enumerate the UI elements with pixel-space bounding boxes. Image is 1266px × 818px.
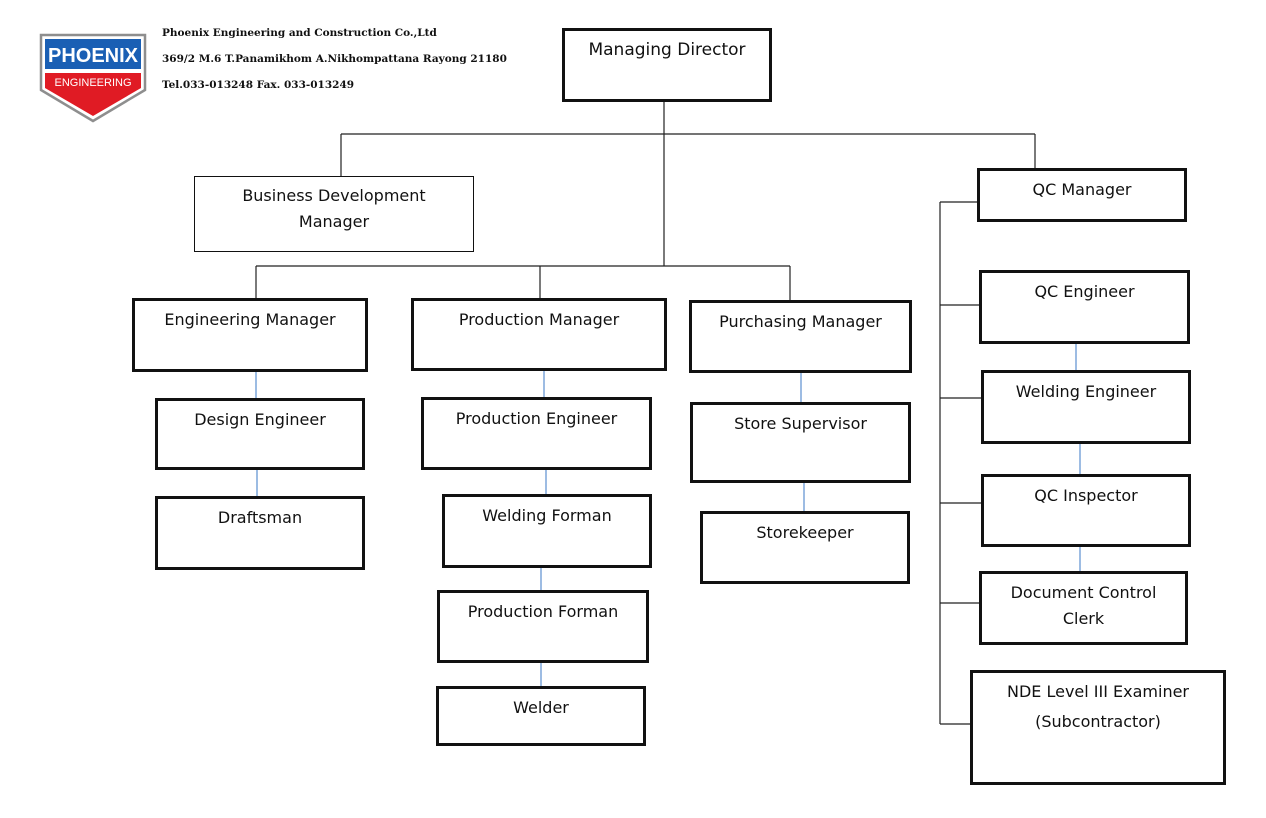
box-design-engineer: Design Engineer <box>155 398 365 470</box>
box-qc-manager: QC Manager <box>977 168 1187 222</box>
company-info: Phoenix Engineering and Construction Co.… <box>162 24 507 102</box>
box-welding-engineer: Welding Engineer <box>981 370 1191 444</box>
box-document-control-clerk: Document Control Clerk <box>979 571 1188 645</box>
logo-line1: PHOENIX <box>48 45 139 67</box>
box-nde-examiner: NDE Level III Examiner (Subcontractor) <box>970 670 1226 785</box>
company-contact: Tel.033-013248 Fax. 033-013249 <box>162 79 355 91</box>
label-qc-engineer: QC Engineer <box>1034 282 1135 301</box>
box-engineering-manager: Engineering Manager <box>132 298 368 372</box>
label-doc-line2: Clerk <box>1062 609 1105 628</box>
company-name: Phoenix Engineering and Construction Co.… <box>162 27 437 39</box>
label-welding-forman: Welding Forman <box>482 506 612 525</box>
label-qc-inspector: QC Inspector <box>1034 486 1138 505</box>
label-production-engineer: Production Engineer <box>455 409 618 428</box>
box-welding-forman: Welding Forman <box>442 494 652 568</box>
company-address: 369/2 M.6 T.Panamikhom A.Nikhompattana R… <box>162 53 507 65</box>
label-welding-engineer: Welding Engineer <box>1015 382 1157 401</box>
label-qc-manager: QC Manager <box>1032 180 1132 199</box>
logo-line2: ENGINEERING <box>54 77 131 89</box>
box-production-manager: Production Manager <box>411 298 667 371</box>
phoenix-logo: PHOENIX ENGINEERING <box>39 33 147 123</box>
box-storekeeper: Storekeeper <box>700 511 910 584</box>
label-nde-line1: NDE Level III Examiner <box>1006 682 1190 701</box>
box-business-development-manager: Business Development Manager <box>194 176 474 252</box>
label-managing-director: Managing Director <box>588 40 746 60</box>
label-purchasing-manager: Purchasing Manager <box>719 312 882 331</box>
label-design-engineer: Design Engineer <box>194 410 326 429</box>
box-purchasing-manager: Purchasing Manager <box>689 300 912 373</box>
box-managing-director: Managing Director <box>562 28 772 102</box>
label-engineering-manager: Engineering Manager <box>164 310 336 329</box>
box-draftsman: Draftsman <box>155 496 365 570</box>
box-production-forman: Production Forman <box>437 590 649 663</box>
label-store-supervisor: Store Supervisor <box>734 414 867 433</box>
box-qc-engineer: QC Engineer <box>979 270 1190 344</box>
box-welder: Welder <box>436 686 646 746</box>
label-production-manager: Production Manager <box>458 310 620 329</box>
label-doc-line1: Document Control <box>1010 583 1157 602</box>
label-bdm-line2: Manager <box>298 212 370 231</box>
label-storekeeper: Storekeeper <box>756 523 854 542</box>
box-store-supervisor: Store Supervisor <box>690 402 911 483</box>
box-production-engineer: Production Engineer <box>421 397 652 470</box>
box-qc-inspector: QC Inspector <box>981 474 1191 547</box>
label-welder: Welder <box>513 698 569 717</box>
label-draftsman: Draftsman <box>217 508 303 527</box>
label-nde-line2: (Subcontractor) <box>1035 712 1161 731</box>
label-bdm-line1: Business Development <box>242 186 426 205</box>
label-production-forman: Production Forman <box>467 602 619 621</box>
